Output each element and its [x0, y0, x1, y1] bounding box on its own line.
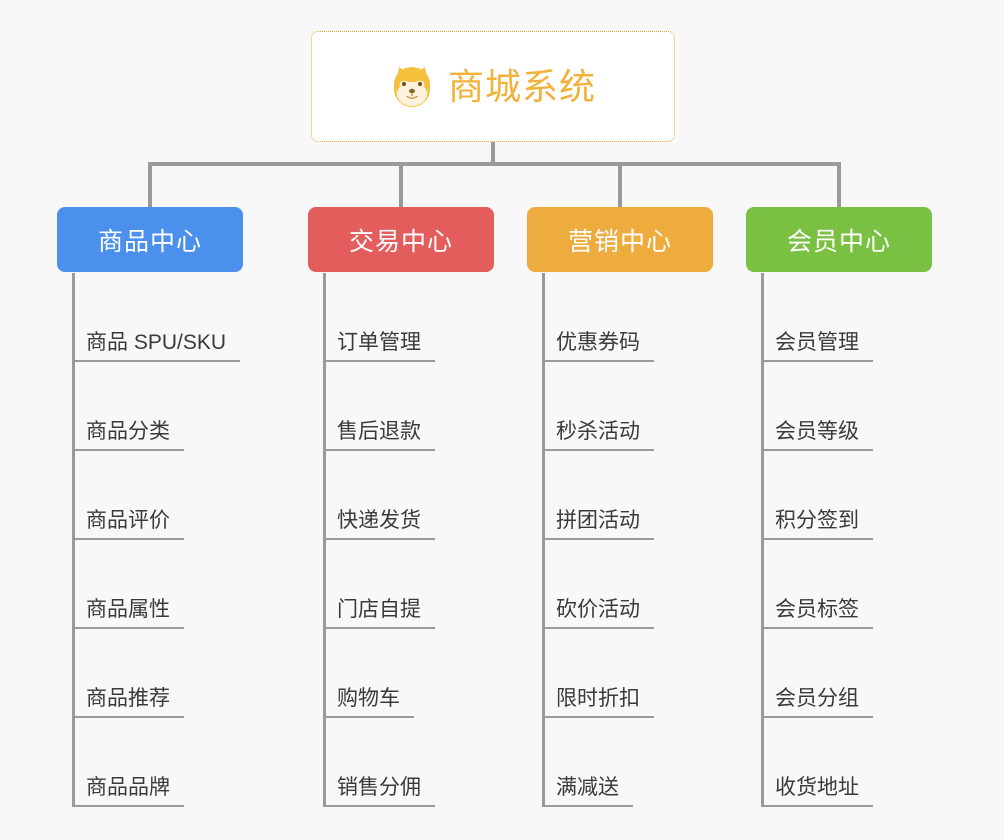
leaf-item[interactable]: 限时折扣 — [542, 629, 654, 718]
leaf-item-label: 会员管理 — [775, 330, 859, 354]
leaf-item-label: 商品 SPU/SKU — [86, 330, 227, 354]
leaf-item[interactable]: 满减送 — [542, 718, 633, 807]
leaf-item[interactable]: 优惠券码 — [542, 273, 654, 362]
connector-drop-1 — [399, 162, 403, 207]
leaf-item-label: 收货地址 — [775, 775, 859, 799]
root-node-shop-system[interactable]: 商城系统 — [311, 31, 675, 142]
leaf-item[interactable]: 会员等级 — [761, 362, 873, 451]
category-box-label: 交易中心 — [348, 227, 453, 256]
leaf-item[interactable]: 商品推荐 — [72, 629, 184, 718]
connector-root-stem — [491, 142, 495, 166]
connector-drop-2 — [618, 162, 622, 207]
branch-spine — [323, 273, 326, 807]
connector-drop-0 — [148, 162, 152, 207]
leaf-item[interactable]: 商品品牌 — [72, 718, 184, 807]
leaf-item-label: 会员标签 — [775, 597, 859, 621]
leaf-item[interactable]: 会员管理 — [761, 273, 873, 362]
category-box-4[interactable]: 会员中心 — [746, 207, 932, 272]
connector-drop-3 — [837, 162, 841, 207]
leaf-item[interactable]: 积分签到 — [761, 451, 873, 540]
leaf-item-label: 优惠券码 — [556, 330, 640, 354]
leaf-item-label: 砍价活动 — [556, 597, 640, 621]
leaf-item-label: 拼团活动 — [556, 508, 640, 532]
leaf-item-label: 商品品牌 — [86, 775, 170, 799]
leaf-item[interactable]: 商品属性 — [72, 540, 184, 629]
leaf-item[interactable]: 砍价活动 — [542, 540, 654, 629]
leaf-item[interactable]: 快递发货 — [323, 451, 435, 540]
root-node-label: 商城系统 — [447, 65, 596, 107]
leaf-item[interactable]: 商品分类 — [72, 362, 184, 451]
leaf-item-label: 商品推荐 — [86, 686, 170, 710]
leaf-item-label: 售后退款 — [337, 419, 421, 443]
leaf-item[interactable]: 拼团活动 — [542, 451, 654, 540]
leaf-item[interactable]: 商品 SPU/SKU — [72, 273, 241, 362]
leaf-item-label: 商品分类 — [86, 419, 170, 443]
leaf-item[interactable]: 秒杀活动 — [542, 362, 654, 451]
leaf-item-label: 购物车 — [337, 686, 400, 710]
leaf-item-label: 秒杀活动 — [556, 419, 640, 443]
category-box-1[interactable]: 商品中心 — [57, 207, 243, 272]
category-box-label: 商品中心 — [97, 227, 202, 256]
leaf-item-label: 满减送 — [556, 775, 619, 799]
leaf-item-label: 商品属性 — [86, 597, 170, 621]
branch-spine — [761, 273, 764, 807]
category-box-3[interactable]: 营销中心 — [527, 207, 713, 272]
leaf-item[interactable]: 订单管理 — [323, 273, 435, 362]
leaf-item[interactable]: 门店自提 — [323, 540, 435, 629]
leaf-item[interactable]: 销售分佣 — [323, 718, 435, 807]
leaf-item[interactable]: 购物车 — [323, 629, 414, 718]
leaf-item[interactable]: 会员标签 — [761, 540, 873, 629]
leaf-item-label: 快递发货 — [337, 508, 421, 532]
leaf-item[interactable]: 收货地址 — [761, 718, 873, 807]
branch-spine — [72, 273, 75, 807]
leaf-item[interactable]: 商品评价 — [72, 451, 184, 540]
category-box-label: 营销中心 — [567, 227, 672, 256]
leaf-item[interactable]: 会员分组 — [761, 629, 873, 718]
leaf-item[interactable]: 售后退款 — [323, 362, 435, 451]
category-box-label: 会员中心 — [786, 227, 891, 256]
leaf-item-label: 门店自提 — [337, 597, 421, 621]
leaf-item-label: 商品评价 — [86, 508, 170, 532]
leaf-item-label: 会员等级 — [775, 419, 859, 443]
leaf-item-label: 会员分组 — [775, 686, 859, 710]
leaf-item-label: 订单管理 — [337, 330, 421, 354]
branch-spine — [542, 273, 545, 807]
shiba-dog-face-icon — [390, 65, 434, 109]
leaf-item-label: 积分签到 — [775, 508, 859, 532]
leaf-item-label: 销售分佣 — [337, 775, 421, 799]
leaf-item-label: 限时折扣 — [556, 686, 640, 710]
connector-horizontal-bus — [148, 162, 841, 166]
category-box-2[interactable]: 交易中心 — [308, 207, 494, 272]
